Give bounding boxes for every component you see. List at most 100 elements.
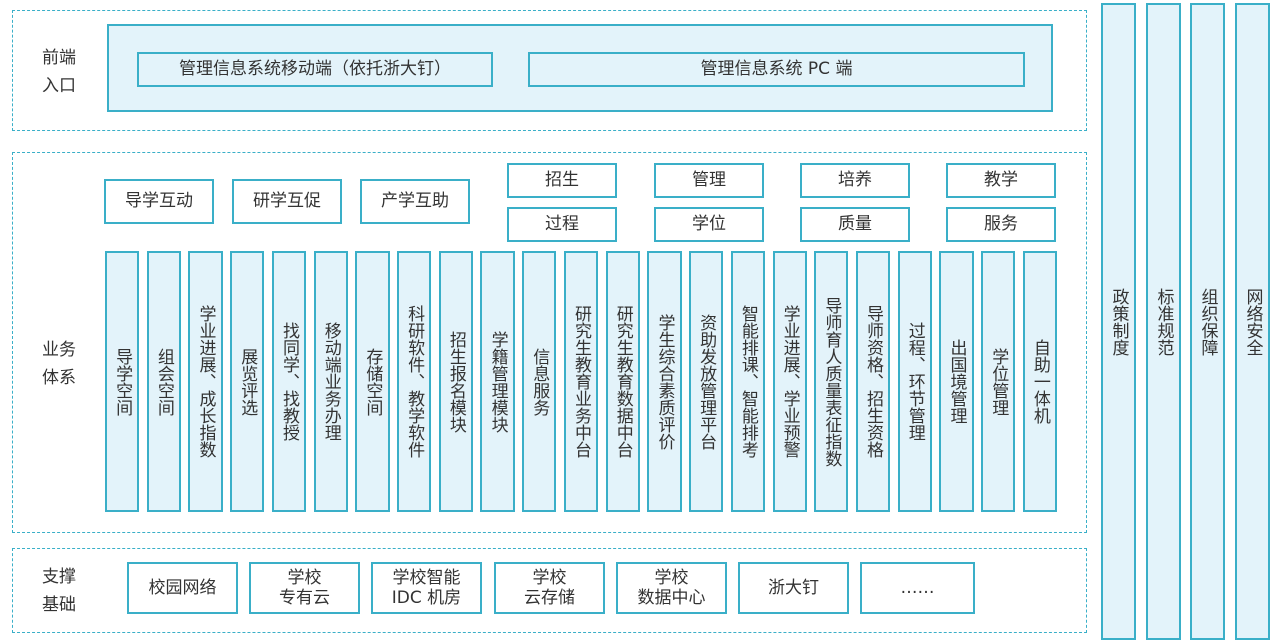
business-column-text: 移动端业务办理: [320, 322, 341, 441]
business-column-text: 研究生教育业务中台: [571, 305, 592, 458]
business-column-text: 研究生教育数据中台: [612, 305, 633, 458]
support-item[interactable]: ……: [860, 562, 975, 614]
business-column-text: 学位管理: [988, 347, 1009, 416]
pair-text: 学位: [692, 214, 726, 235]
support-item[interactable]: 校园网络: [127, 562, 238, 614]
pair-text: 过程: [545, 214, 579, 235]
business-column[interactable]: 导师育人质量表征指数: [814, 251, 849, 512]
label-line: 基础: [42, 595, 76, 615]
guarantee-column[interactable]: 政策制度: [1101, 3, 1136, 640]
business-column[interactable]: 导师资格、招生资格: [855, 251, 891, 512]
business-column-text: 出国境管理: [946, 339, 967, 424]
business-column-text: 找同学、找教授: [278, 322, 299, 441]
mobile-entry-text: 管理信息系统移动端（依托浙大钉）: [179, 59, 451, 80]
support-item-text: 校园网络: [148, 578, 217, 598]
business-column[interactable]: 导学空间: [105, 251, 140, 512]
business-column-text: 导师资格、招生资格: [863, 305, 884, 458]
support-item[interactable]: 浙大钉: [738, 562, 849, 614]
business-column-text: 学业进展、学业预警: [779, 305, 800, 458]
business-column[interactable]: 学位管理: [981, 251, 1016, 512]
business-column[interactable]: 学业进展、成长指数: [188, 251, 223, 512]
business-column[interactable]: 研究生教育数据中台: [605, 251, 640, 512]
business-column-text: 存储空间: [362, 347, 383, 416]
business-column[interactable]: 研究生教育业务中台: [563, 251, 599, 512]
pair-item[interactable]: 培养: [800, 163, 910, 198]
guarantee-column[interactable]: 网络安全: [1235, 3, 1270, 640]
business-column[interactable]: 组会空间: [146, 251, 181, 512]
business-column-text: 科研软件、教学软件: [404, 305, 425, 458]
support-item-text: 云存储: [524, 588, 575, 608]
business-label: 业务体系: [42, 336, 76, 392]
guarantee-column[interactable]: 标准规范: [1146, 3, 1181, 640]
support-item-text: 浙大钉: [768, 578, 819, 598]
business-column-text: 组会空间: [153, 347, 174, 416]
guarantee-text: 组织保障: [1197, 287, 1218, 356]
support-item[interactable]: 学校数据中心: [616, 562, 727, 614]
support-item-text: 数据中心: [637, 588, 706, 608]
top-item[interactable]: 产学互助: [360, 179, 470, 224]
pair-text: 教学: [984, 170, 1018, 191]
pc-entry[interactable]: 管理信息系统 PC 端: [528, 52, 1025, 87]
guarantee-column[interactable]: 组织保障: [1190, 3, 1225, 640]
business-column[interactable]: 智能排课、智能排考: [730, 251, 765, 512]
pair-text: 招生: [545, 170, 579, 191]
pair-item[interactable]: 教学: [946, 163, 1056, 198]
support-item[interactable]: 学校云存储: [494, 562, 605, 614]
business-column-text: 学籍管理模块: [487, 330, 508, 433]
business-column[interactable]: 移动端业务办理: [313, 251, 348, 512]
business-column-text: 导学空间: [112, 347, 133, 416]
business-column[interactable]: 资助发放管理平台: [689, 251, 724, 512]
business-column[interactable]: 自助一体机: [1022, 251, 1058, 512]
pair-text: 服务: [984, 214, 1018, 235]
support-item-text: 学校: [532, 568, 567, 588]
business-column-text: 导师育人质量表征指数: [821, 296, 842, 467]
business-column[interactable]: 信息服务: [522, 251, 557, 512]
business-column-text: 学业进展、成长指数: [195, 305, 216, 458]
business-column-text: 信息服务: [529, 347, 550, 416]
pair-text: 培养: [838, 170, 872, 191]
business-column[interactable]: 科研软件、教学软件: [397, 251, 432, 512]
business-column[interactable]: 展览评选: [230, 251, 265, 512]
business-column[interactable]: 找同学、找教授: [271, 251, 307, 512]
support-item-text: 专有云: [279, 588, 330, 608]
pair-item[interactable]: 学位: [654, 207, 764, 242]
support-label: 支撑基础: [42, 563, 76, 619]
business-section: [12, 152, 1087, 533]
support-item-text: ……: [900, 578, 935, 598]
top-item-text: 产学互助: [381, 191, 449, 212]
pair-item[interactable]: 过程: [507, 207, 617, 242]
label-line: 业务: [42, 340, 76, 360]
pair-item[interactable]: 管理: [654, 163, 764, 198]
front-entry-label: 前端入口: [42, 44, 76, 100]
business-column-text: 过程、环节管理: [904, 322, 925, 441]
business-column[interactable]: 学业进展、学业预警: [772, 251, 807, 512]
business-column[interactable]: 学生综合素质评价: [647, 251, 682, 512]
business-column[interactable]: 过程、环节管理: [897, 251, 932, 512]
business-column-text: 智能排课、智能排考: [737, 305, 758, 458]
business-column-text: 招生报名模块: [445, 330, 466, 433]
top-item[interactable]: 研学互促: [232, 179, 342, 224]
guarantee-text: 政策制度: [1108, 287, 1129, 356]
pair-item[interactable]: 招生: [507, 163, 617, 198]
business-column-text: 学生综合素质评价: [654, 313, 675, 450]
top-item[interactable]: 导学互动: [104, 179, 214, 224]
pair-text: 管理: [692, 170, 726, 191]
business-column[interactable]: 招生报名模块: [438, 251, 473, 512]
business-column[interactable]: 学籍管理模块: [480, 251, 515, 512]
pair-item[interactable]: 质量: [800, 207, 910, 242]
support-item[interactable]: 学校专有云: [249, 562, 360, 614]
business-columns: 导学空间组会空间学业进展、成长指数展览评选找同学、找教授移动端业务办理存储空间科…: [105, 251, 1058, 512]
business-column[interactable]: 存储空间: [355, 251, 390, 512]
pair-item[interactable]: 服务: [946, 207, 1056, 242]
business-column[interactable]: 出国境管理: [939, 251, 974, 512]
business-column-text: 展览评选: [237, 347, 258, 416]
guarantee-text: 网络安全: [1242, 287, 1263, 356]
business-column-text: 资助发放管理平台: [696, 313, 717, 450]
support-section: [12, 548, 1087, 633]
label-line: 支撑: [42, 567, 76, 587]
pc-entry-text: 管理信息系统 PC 端: [700, 59, 853, 80]
guarantee-text: 标准规范: [1153, 287, 1174, 356]
mobile-entry[interactable]: 管理信息系统移动端（依托浙大钉）: [137, 52, 493, 87]
support-item-text: 学校智能: [392, 568, 461, 588]
